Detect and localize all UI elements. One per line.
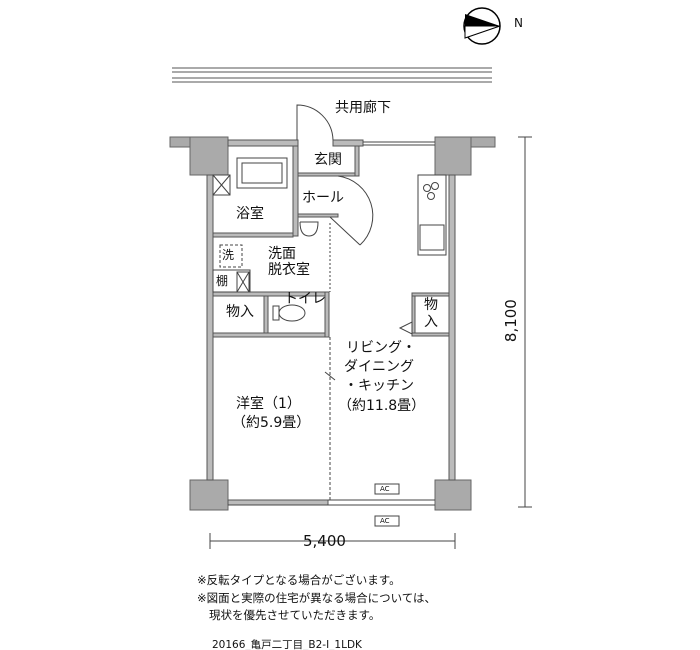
room-ldk-line2: ダイニング	[344, 359, 414, 375]
washer-label: 洗	[222, 248, 235, 262]
room-toilet: トイレ	[284, 291, 326, 307]
entrance-door	[296, 104, 334, 141]
width-dimension: 5,400	[303, 532, 346, 550]
ac-label: AC	[380, 485, 390, 493]
room-storage-left: 物入	[226, 304, 254, 320]
plan-code: 20166_亀戸二丁目_B2-Ⅰ_1LDK	[212, 639, 362, 650]
note-2: ※図面と実際の住宅が異なる場合については、	[197, 591, 437, 605]
room-bath: 浴室	[236, 206, 264, 222]
ac-label: AC	[380, 517, 390, 525]
room-western-size: （約5.9畳）	[232, 415, 311, 431]
room-western: 洋室（1）	[236, 396, 301, 412]
room-ldk-line3: ・キッチン	[344, 378, 414, 394]
note-1: ※反転タイプとなる場合がございます。	[197, 573, 401, 587]
note-3: 現状を優先させていただきます。	[209, 608, 381, 622]
corridor-lines	[172, 67, 492, 83]
north-compass-icon	[463, 7, 501, 45]
room-storage-right-2: 入	[424, 314, 438, 330]
room-ldk-size: （約11.8畳）	[338, 398, 426, 414]
room-hall: ホール	[302, 190, 344, 206]
room-ldk-line1: リビング・	[346, 340, 416, 356]
depth-dimension: 8,100	[501, 299, 520, 343]
room-washroom-line1: 洗面	[268, 246, 296, 262]
room-washroom-line2: 脱衣室	[268, 262, 310, 278]
corridor-label: 共用廊下	[335, 100, 391, 116]
room-storage-right-1: 物	[424, 297, 438, 313]
room-entrance: 玄関	[314, 152, 342, 168]
shelf-label: 棚	[216, 274, 229, 288]
walls	[206, 139, 456, 506]
compass-label: N	[514, 16, 523, 30]
